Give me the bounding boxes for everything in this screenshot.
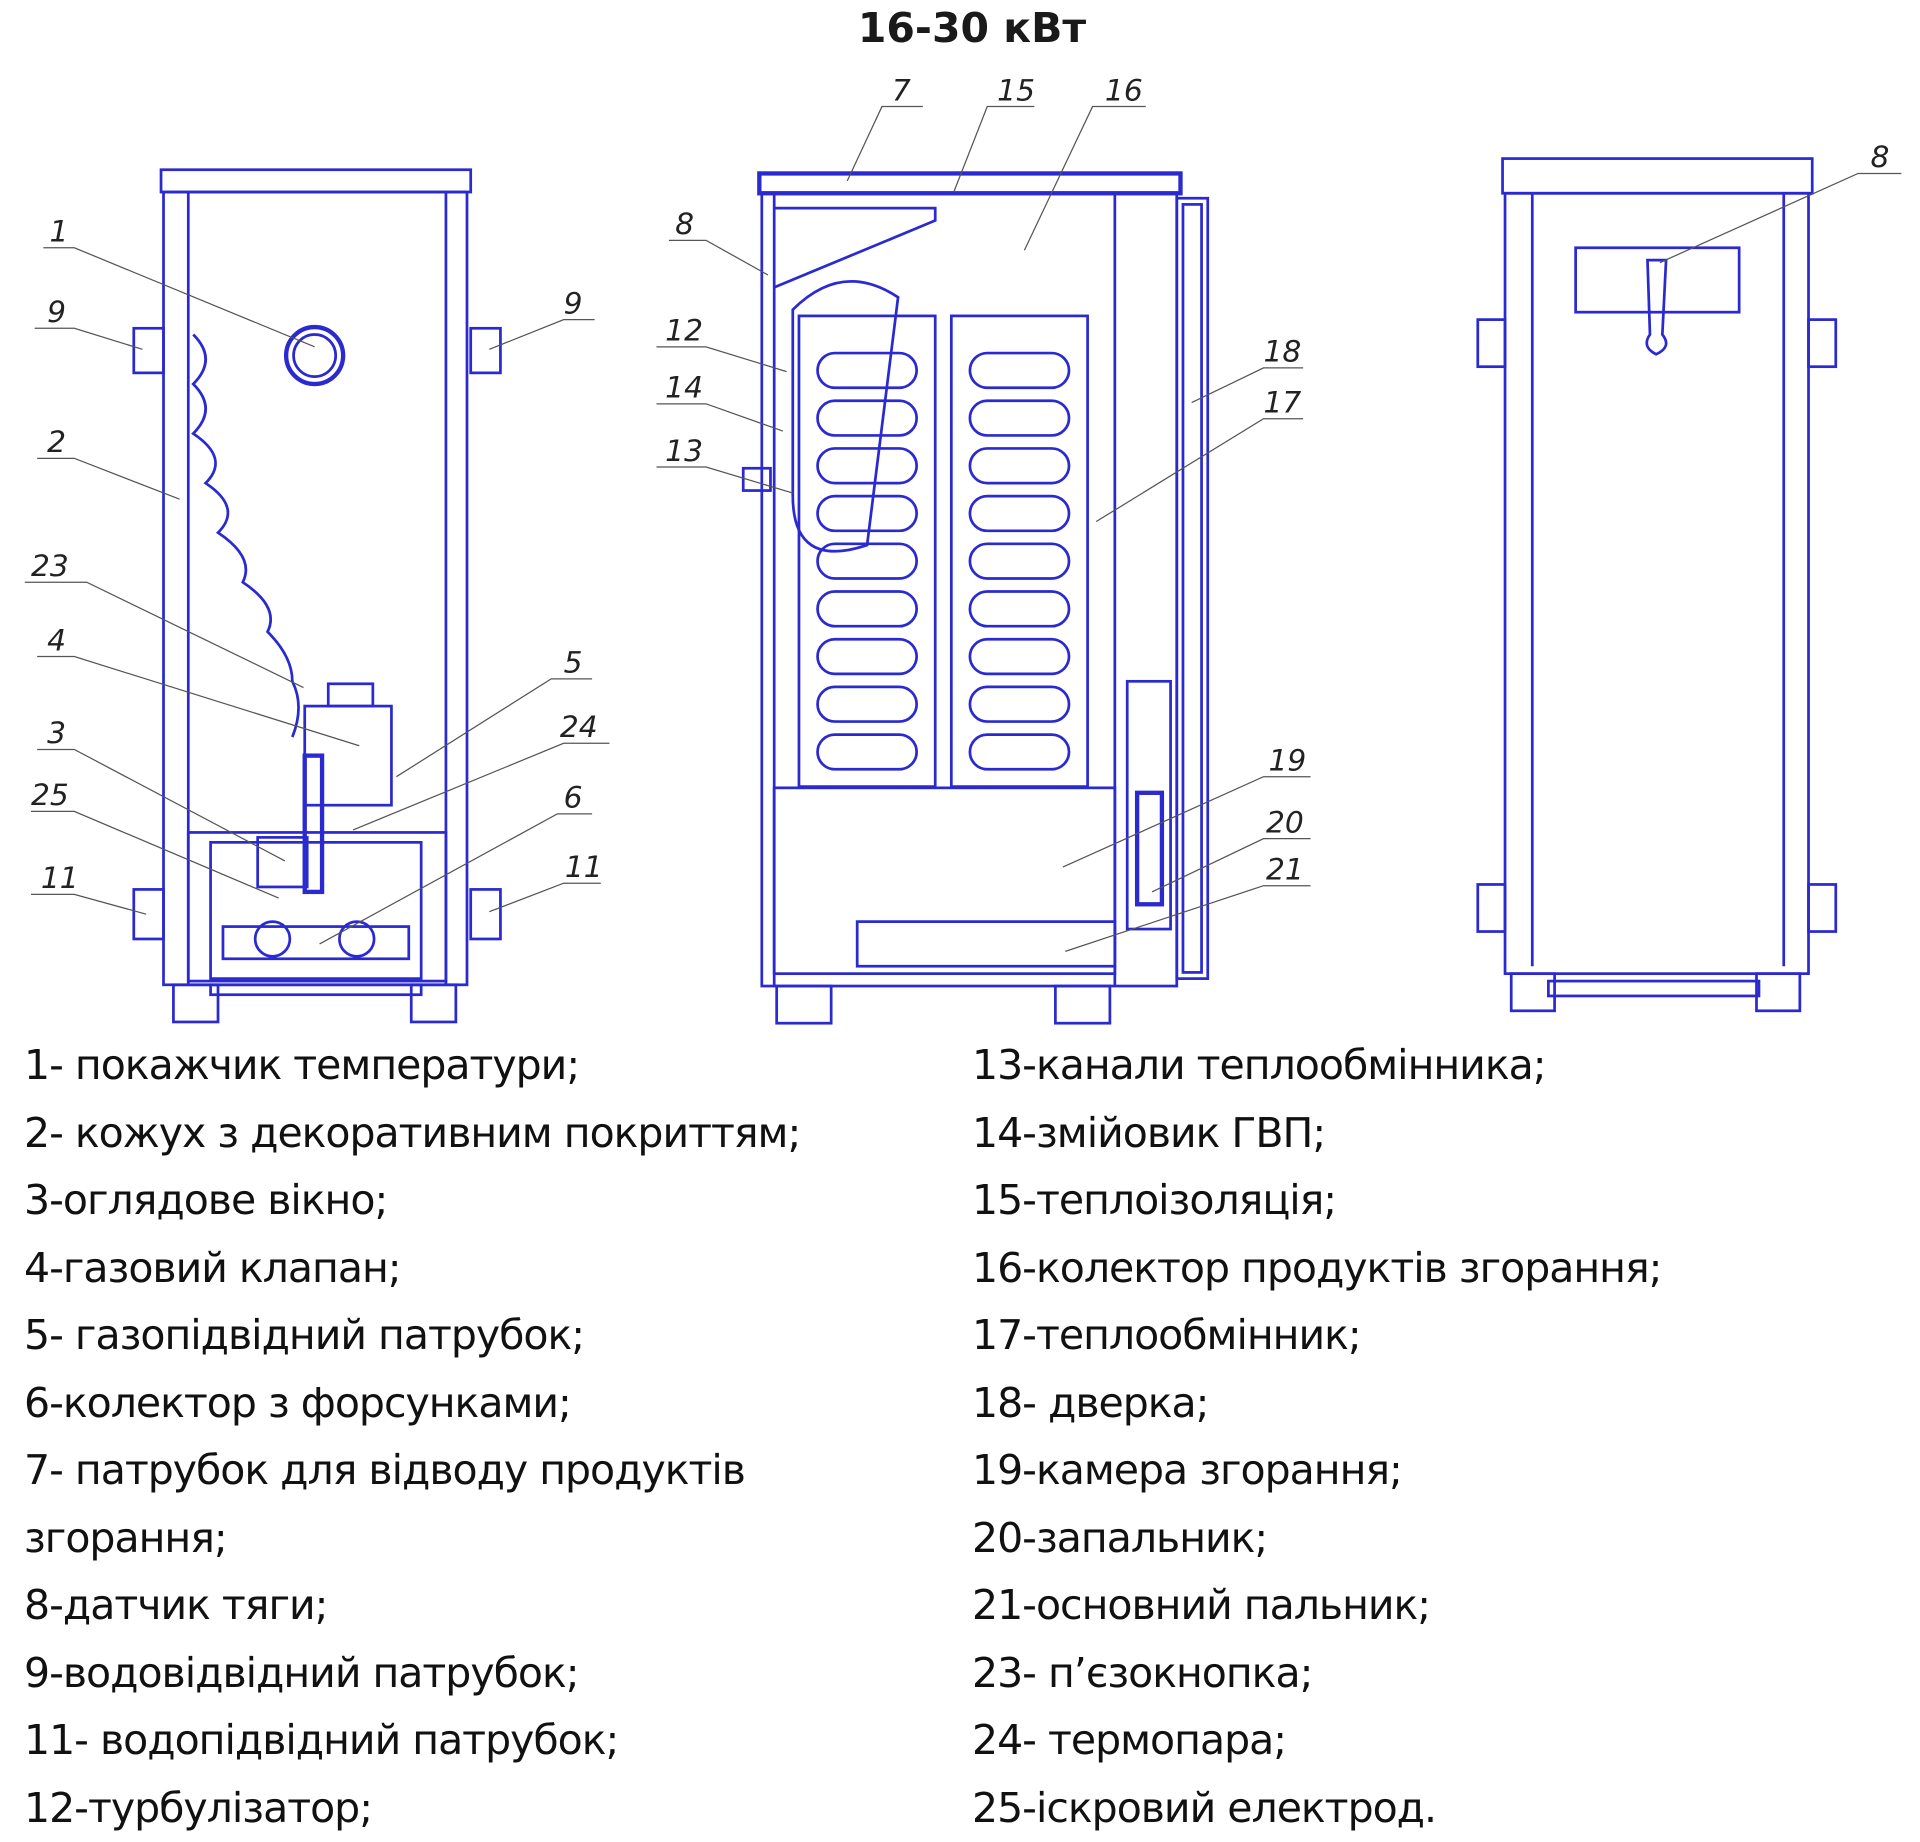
legend-item: 1- покажчик температури;	[24, 1032, 800, 1100]
legend-item: 6-колектор з форсунками;	[24, 1370, 800, 1438]
legend-item: 18- дверка;	[972, 1370, 1661, 1438]
channel-oval	[970, 544, 1069, 579]
channel-oval	[818, 592, 917, 627]
legend-right-column: 13-канали теплообмінника; 14-змійовик ГВ…	[972, 1032, 1661, 1842]
callout-15: 15	[997, 73, 1035, 108]
callout-7: 7	[892, 73, 911, 108]
legend-item: 21-основний пальник;	[972, 1572, 1661, 1640]
channel-oval	[818, 639, 917, 674]
callout-8: 8	[675, 207, 694, 242]
legend-item: 15-теплоізоляція;	[972, 1167, 1661, 1235]
callout-numbers: 1 9 9 2 23 4 5 24 3 25 6 11 11 7 15 16 8…	[31, 73, 1889, 896]
legend-item: 8-датчик тяги;	[24, 1572, 800, 1640]
callout-4: 4	[47, 623, 66, 658]
channel-oval	[818, 448, 917, 483]
rear-view-drawing	[1478, 159, 1836, 1011]
legend-item: 23- п’єзокнопка;	[972, 1640, 1661, 1708]
legend-item: 9-водовідвідний патрубок;	[24, 1640, 800, 1708]
legend-item: 17-теплообмінник;	[972, 1302, 1661, 1370]
callout-1: 1	[50, 215, 69, 250]
legend-item: 19-камера згорання;	[972, 1437, 1661, 1505]
legend-item: 25-іскровий електрод.	[972, 1775, 1661, 1842]
legend-item: 4-газовий клапан;	[24, 1235, 800, 1303]
callout-9: 9	[47, 295, 66, 330]
channel-oval	[818, 401, 917, 436]
legend-item: 14-змійовик ГВП;	[972, 1100, 1661, 1168]
callout-8: 8	[1870, 140, 1889, 175]
legend-item: 12-турбулізатор;	[24, 1775, 800, 1842]
section-view-drawing	[743, 173, 1208, 1023]
legend-item: 13-канали теплообмінника;	[972, 1032, 1661, 1100]
legend-item: 3-оглядове вікно;	[24, 1167, 800, 1235]
legend-item: 5- газопідвідний патрубок;	[24, 1302, 800, 1370]
callout-13: 13	[665, 434, 703, 469]
callout-23: 23	[31, 549, 69, 584]
callout-21: 21	[1266, 853, 1304, 888]
callout-9: 9	[564, 286, 583, 321]
callout-20: 20	[1266, 805, 1304, 840]
channel-oval	[970, 735, 1069, 770]
callout-17: 17	[1263, 386, 1301, 421]
callout-18: 18	[1263, 335, 1301, 370]
callout-12: 12	[665, 314, 703, 349]
callout-19: 19	[1268, 744, 1306, 779]
legend-item: 7- патрубок для відводу продуктів	[24, 1437, 800, 1505]
channel-oval	[970, 353, 1069, 388]
channel-oval	[818, 496, 917, 531]
callout-14: 14	[665, 371, 703, 406]
front-view-drawing	[134, 170, 501, 1022]
legend-item: 20-запальник;	[972, 1505, 1661, 1573]
legend-item: згорання;	[24, 1505, 800, 1573]
channel-oval	[970, 687, 1069, 722]
channel-oval	[970, 448, 1069, 483]
legend-left-column: 1- покажчик температури; 2- кожух з деко…	[24, 1032, 800, 1842]
callout-11: 11	[565, 850, 603, 885]
callout-2: 2	[47, 425, 66, 460]
legend-item: 2- кожух з декоративним покриттям;	[24, 1100, 800, 1168]
channel-oval	[970, 401, 1069, 436]
legend-item: 24- термопара;	[972, 1707, 1661, 1775]
callout-24: 24	[560, 710, 598, 745]
callout-25: 25	[31, 778, 69, 813]
callout-5: 5	[564, 646, 583, 681]
callout-3: 3	[47, 716, 66, 751]
channel-oval	[970, 592, 1069, 627]
channel-oval	[818, 544, 917, 579]
callout-11: 11	[41, 861, 79, 896]
callout-6: 6	[564, 781, 583, 816]
channel-oval	[818, 735, 917, 770]
channel-oval	[818, 353, 917, 388]
channel-oval	[970, 496, 1069, 531]
channel-oval	[970, 639, 1069, 674]
legend-item: 11- водопідвідний патрубок;	[24, 1707, 800, 1775]
channel-oval	[818, 687, 917, 722]
legend-item: 16-колектор продуктів згорання;	[972, 1235, 1661, 1303]
callout-16: 16	[1105, 73, 1143, 108]
